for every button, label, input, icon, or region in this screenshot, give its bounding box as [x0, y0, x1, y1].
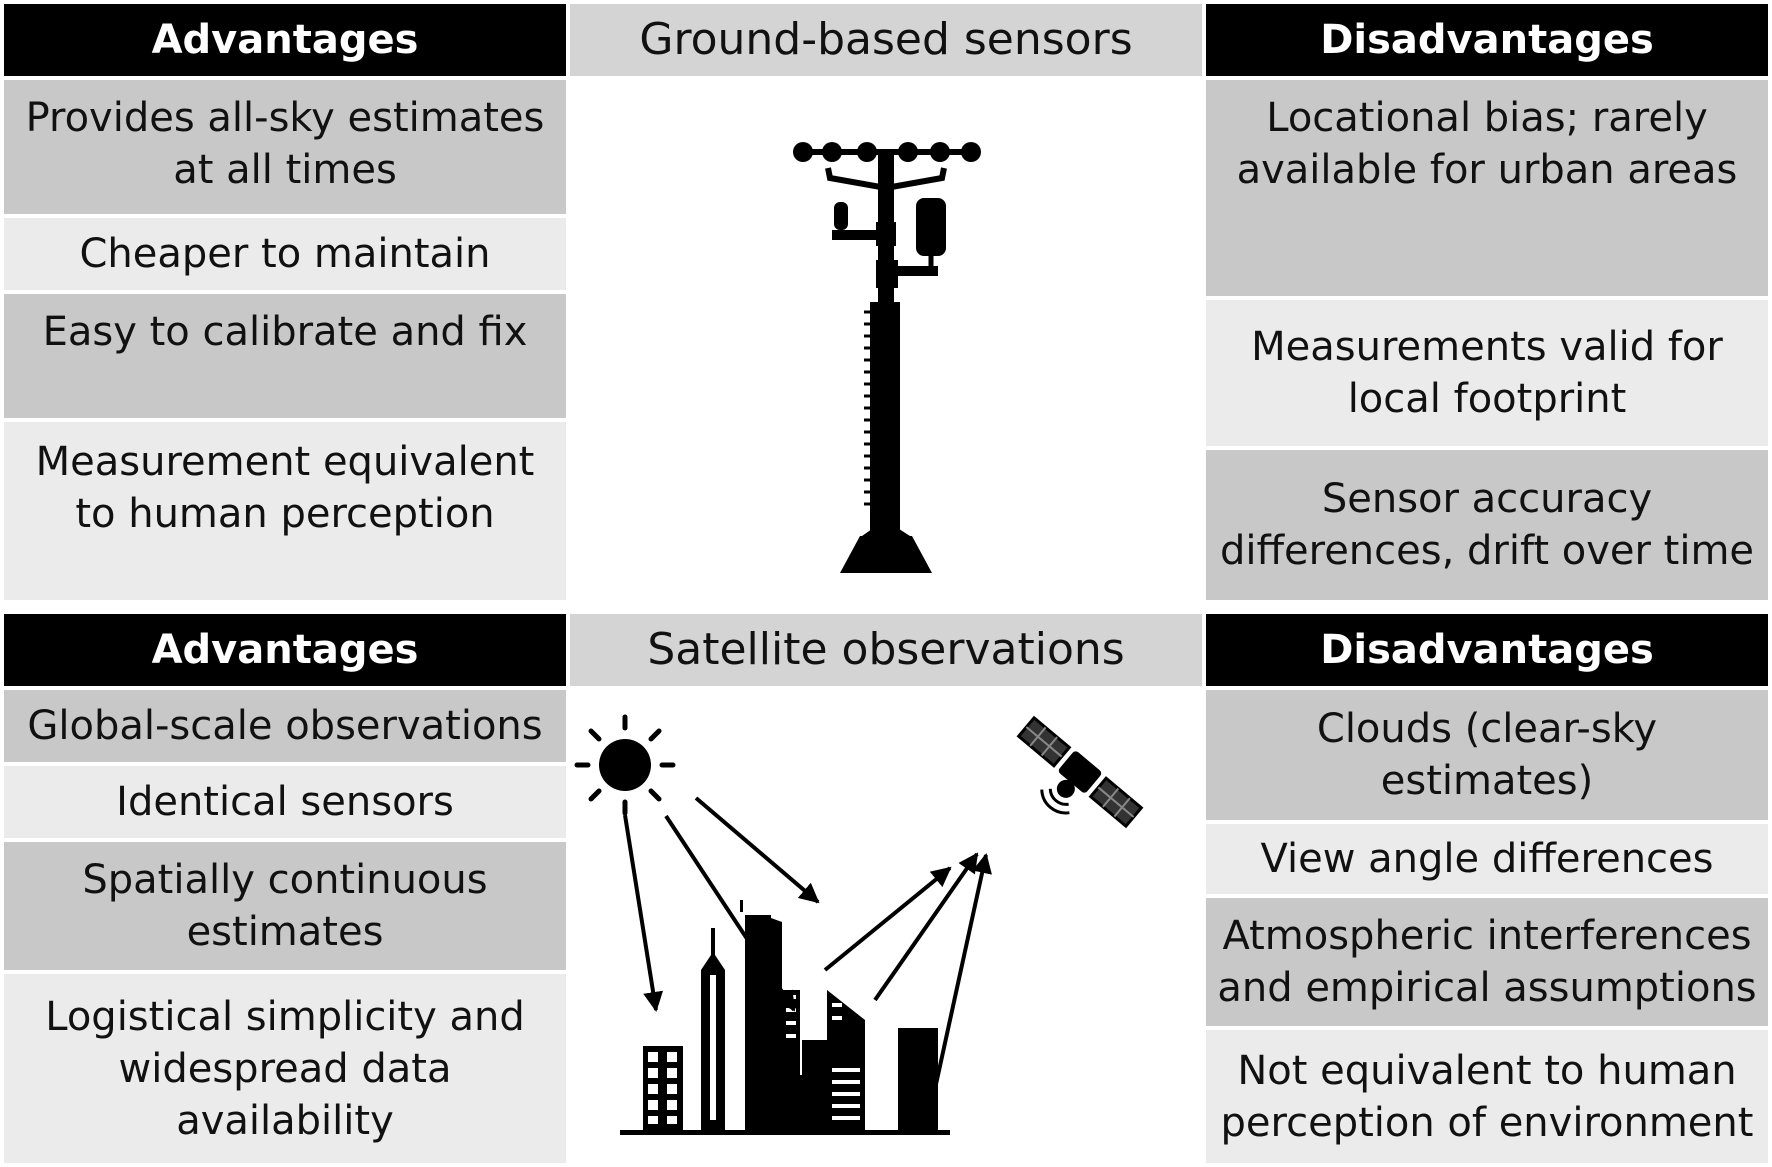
satellite-disadvantage-item: View angle differences [1206, 824, 1768, 894]
satellite-advantage-item: Global-scale observations [4, 690, 566, 762]
sun-icon [574, 714, 676, 816]
ground-section-title: Ground-based sensors [570, 4, 1202, 76]
satellite-section-title: Satellite observations [570, 614, 1202, 686]
ground-advantages-header: Advantages [4, 4, 566, 76]
ground-advantage-item: Easy to calibrate and fix [4, 294, 566, 418]
satellite-scene-figure [574, 714, 1144, 1135]
satellite-disadvantage-item: Atmospheric interferences and empirical … [1206, 898, 1768, 1026]
ground-advantage-item: Provides all-sky estimates at all times [4, 80, 566, 214]
radiation-arrows [623, 796, 992, 1099]
satellite-icon [1016, 715, 1144, 829]
ground-advantage-item: Cheaper to maintain [4, 218, 566, 290]
satellite-advantages-header: Advantages [4, 614, 566, 686]
ground-disadvantage-item: Locational bias; rarely available for ur… [1206, 80, 1768, 296]
weather-station-mast-icon [793, 142, 981, 573]
ground-disadvantages-header: Disadvantages [1206, 4, 1768, 76]
satellite-advantage-item: Logistical simplicity and widespread dat… [4, 974, 566, 1163]
city-skyline-icon [620, 900, 950, 1135]
satellite-disadvantage-item: Not equivalent to human perception of en… [1206, 1030, 1768, 1163]
ground-disadvantage-item: Measurements valid for local footprint [1206, 300, 1768, 446]
satellite-advantage-item: Identical sensors [4, 766, 566, 838]
satellite-advantage-item: Spatially continuous estimates [4, 842, 566, 970]
satellite-disadvantages-header: Disadvantages [1206, 614, 1768, 686]
satellite-disadvantage-item: Clouds (clear-sky estimates) [1206, 690, 1768, 820]
ground-disadvantage-item: Sensor accuracy differences, drift over … [1206, 450, 1768, 600]
ground-advantage-item: Measurement equivalent to human percepti… [4, 422, 566, 600]
